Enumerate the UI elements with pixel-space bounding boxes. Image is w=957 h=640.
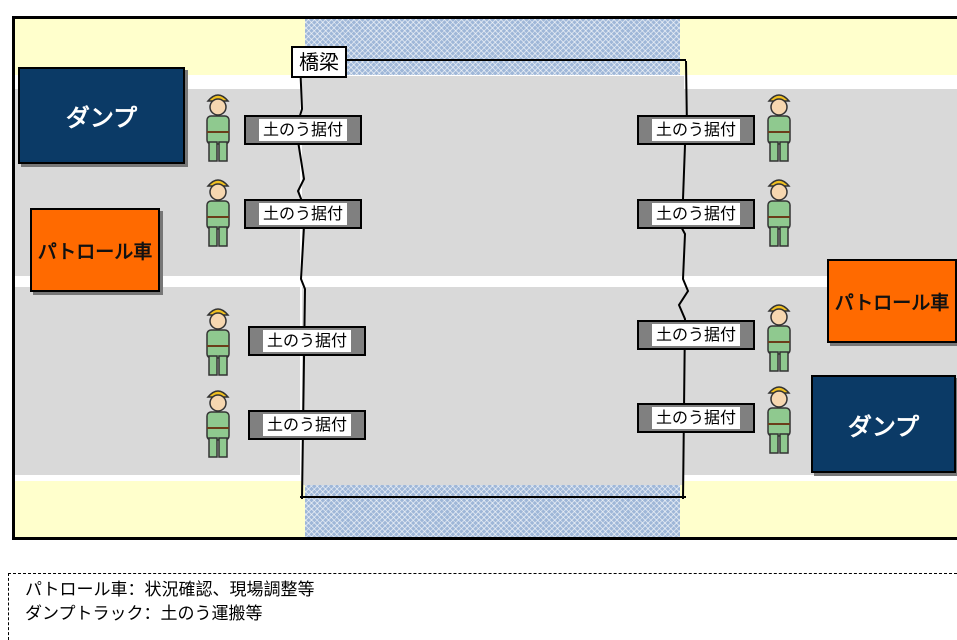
bridge-label: 橋梁 (291, 46, 347, 78)
work-tag: 土のう据付 (637, 403, 755, 433)
patrol-car-right: パトロール車 (827, 259, 957, 343)
bridge-lane-upper (302, 76, 684, 276)
worker-icon (762, 172, 796, 248)
worker-icon (201, 301, 235, 377)
work-tag-label: 土のう据付 (262, 414, 351, 436)
legend-line-patrol: パトロール車：状況確認、現場調整等 (25, 580, 315, 600)
work-tag-label: 土のう据付 (258, 203, 347, 225)
bridge-top-edge (300, 59, 686, 61)
site-diagram: 橋梁 ダンプ パトロール車 パトロール車 ダンプ 土のう据付 土のう据付 土のう… (12, 16, 957, 540)
work-tag: 土のう据付 (244, 199, 362, 229)
work-tag: 土のう据付 (244, 115, 362, 145)
bridge-lane-lower (302, 287, 684, 485)
work-tag: 土のう据付 (248, 410, 366, 440)
patrol-car-left: パトロール車 (30, 208, 160, 292)
work-tag: 土のう据付 (637, 320, 755, 350)
worker-icon (762, 87, 796, 163)
worker-icon (201, 383, 235, 459)
legend: パトロール車：状況確認、現場調整等 ダンプトラック：土のう運搬等 (8, 573, 957, 640)
worker-icon (762, 297, 796, 373)
work-tag-label: 土のう据付 (651, 407, 740, 429)
work-tag-label: 土のう据付 (651, 203, 740, 225)
worker-icon (762, 379, 796, 455)
legend-line-dump: ダンプトラック：土のう運搬等 (25, 604, 263, 624)
worker-icon (201, 87, 235, 163)
work-tag-label: 土のう据付 (258, 119, 347, 141)
dump-truck-left: ダンプ (18, 67, 185, 164)
work-tag-label: 土のう据付 (651, 324, 740, 346)
worker-icon (201, 172, 235, 248)
dump-truck-right: ダンプ (811, 375, 956, 473)
work-tag: 土のう据付 (248, 326, 366, 356)
bridge-bottom-edge (300, 496, 686, 498)
work-tag-label: 土のう据付 (262, 330, 351, 352)
work-tag: 土のう据付 (637, 199, 755, 229)
work-tag-label: 土のう据付 (651, 119, 740, 141)
left-lane-lower (15, 287, 300, 475)
work-tag: 土のう据付 (637, 115, 755, 145)
